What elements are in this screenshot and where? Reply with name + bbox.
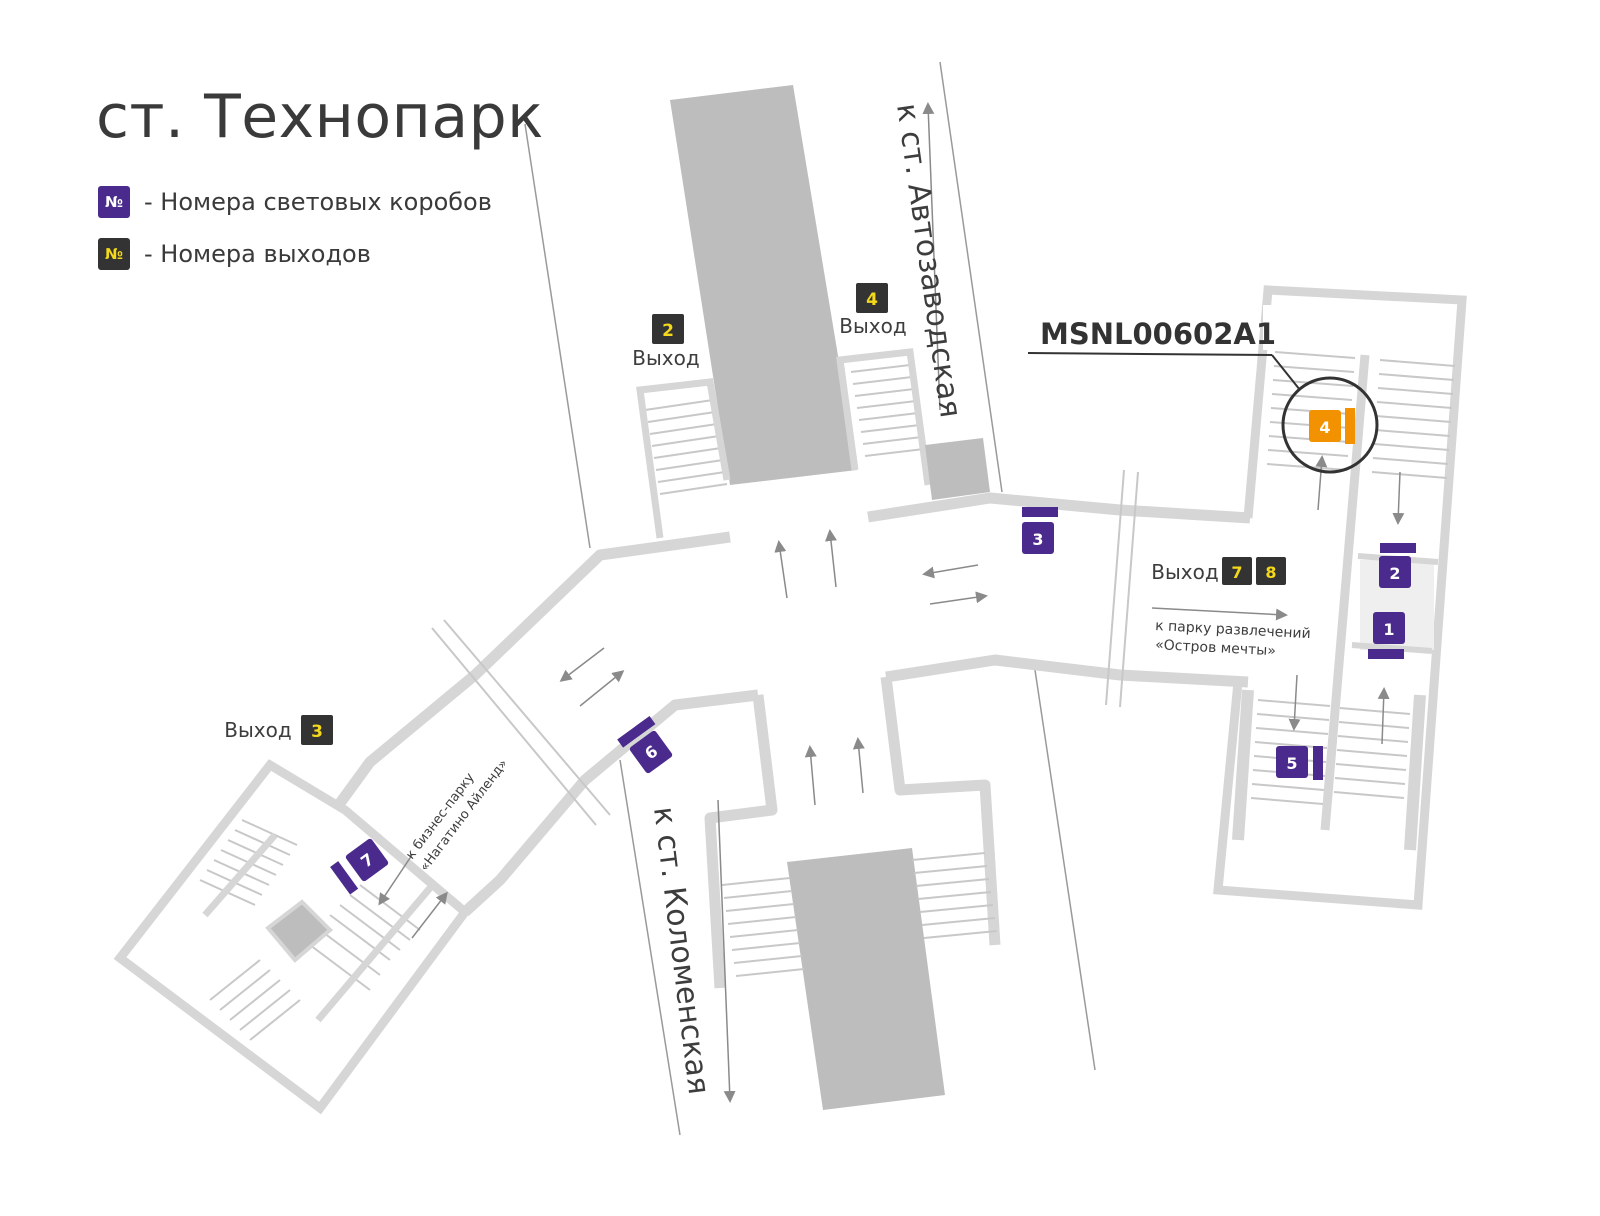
street-lines	[524, 61, 1096, 1136]
exit-3-number: 3	[311, 722, 323, 742]
exit-legend-text: - Номера выходов	[144, 240, 371, 268]
lightbox-5	[1276, 746, 1308, 778]
lightbox-5-number: 5	[1286, 754, 1297, 773]
lightbox-3-number: 3	[1032, 530, 1043, 549]
exit-8-badge	[1256, 557, 1286, 585]
highlight-circle	[1281, 376, 1379, 474]
exit-4-number: 4	[866, 290, 878, 310]
direction-kolomenskaya: к ст. Коломенская	[646, 805, 716, 1097]
lightboxes: 3 2 1 5 6 7	[330, 507, 1416, 895]
passage-walls	[330, 492, 1251, 989]
lightbox-6	[629, 730, 673, 774]
exit-2-badge	[652, 314, 684, 344]
legend-lightbox: № - Номера световых коробов	[98, 186, 492, 218]
lightbox-2	[1379, 556, 1411, 588]
lightbox-4-number: 4	[1319, 418, 1330, 437]
exit-7-badge	[1222, 557, 1252, 585]
lightbox-7	[345, 838, 389, 882]
page-title: ст. Технопарк	[96, 82, 544, 152]
lightbox-4	[1309, 410, 1341, 442]
lightbox-3	[1022, 522, 1054, 554]
lightbox-code: MSNL00602A1	[1040, 317, 1276, 351]
exit-7-8-label: Выход	[1151, 560, 1218, 584]
exit-4-label: Выход	[839, 314, 906, 338]
exit-3-label: Выход	[224, 718, 291, 742]
exit-badges: 2 Выход 4 Выход Выход 3 Выход 7 8	[224, 283, 1286, 745]
exit-4-badge	[856, 283, 888, 313]
lightbox-1	[1373, 612, 1405, 644]
bottom-platform	[721, 848, 998, 1110]
exit-8-number: 8	[1265, 563, 1276, 582]
flow-arrows	[378, 102, 1405, 1103]
exit-3-badge	[301, 715, 333, 745]
lightbox-2-number: 2	[1389, 564, 1400, 583]
lightbox-legend-text: - Номера световых коробов	[144, 188, 492, 216]
direction-park-line2: «Остров мечты»	[1155, 637, 1276, 659]
cut-marks	[431, 469, 1139, 826]
exit-2-label: Выход	[632, 346, 699, 370]
top-platform	[636, 85, 990, 539]
legend-exit: № - Номера выходов	[98, 238, 371, 270]
lightbox-1-number: 1	[1383, 620, 1394, 639]
highlight-callout: 4 MSNL00602A1	[1027, 317, 1379, 474]
exit-legend-swatch: №	[98, 238, 130, 270]
exit-2-number: 2	[662, 321, 674, 341]
lightbox-legend-swatch: №	[98, 186, 130, 218]
exit-7-number: 7	[1231, 563, 1242, 582]
right-hall	[1213, 285, 1467, 910]
direction-avtozavodskaya: к ст. Автозаводская	[889, 101, 968, 420]
